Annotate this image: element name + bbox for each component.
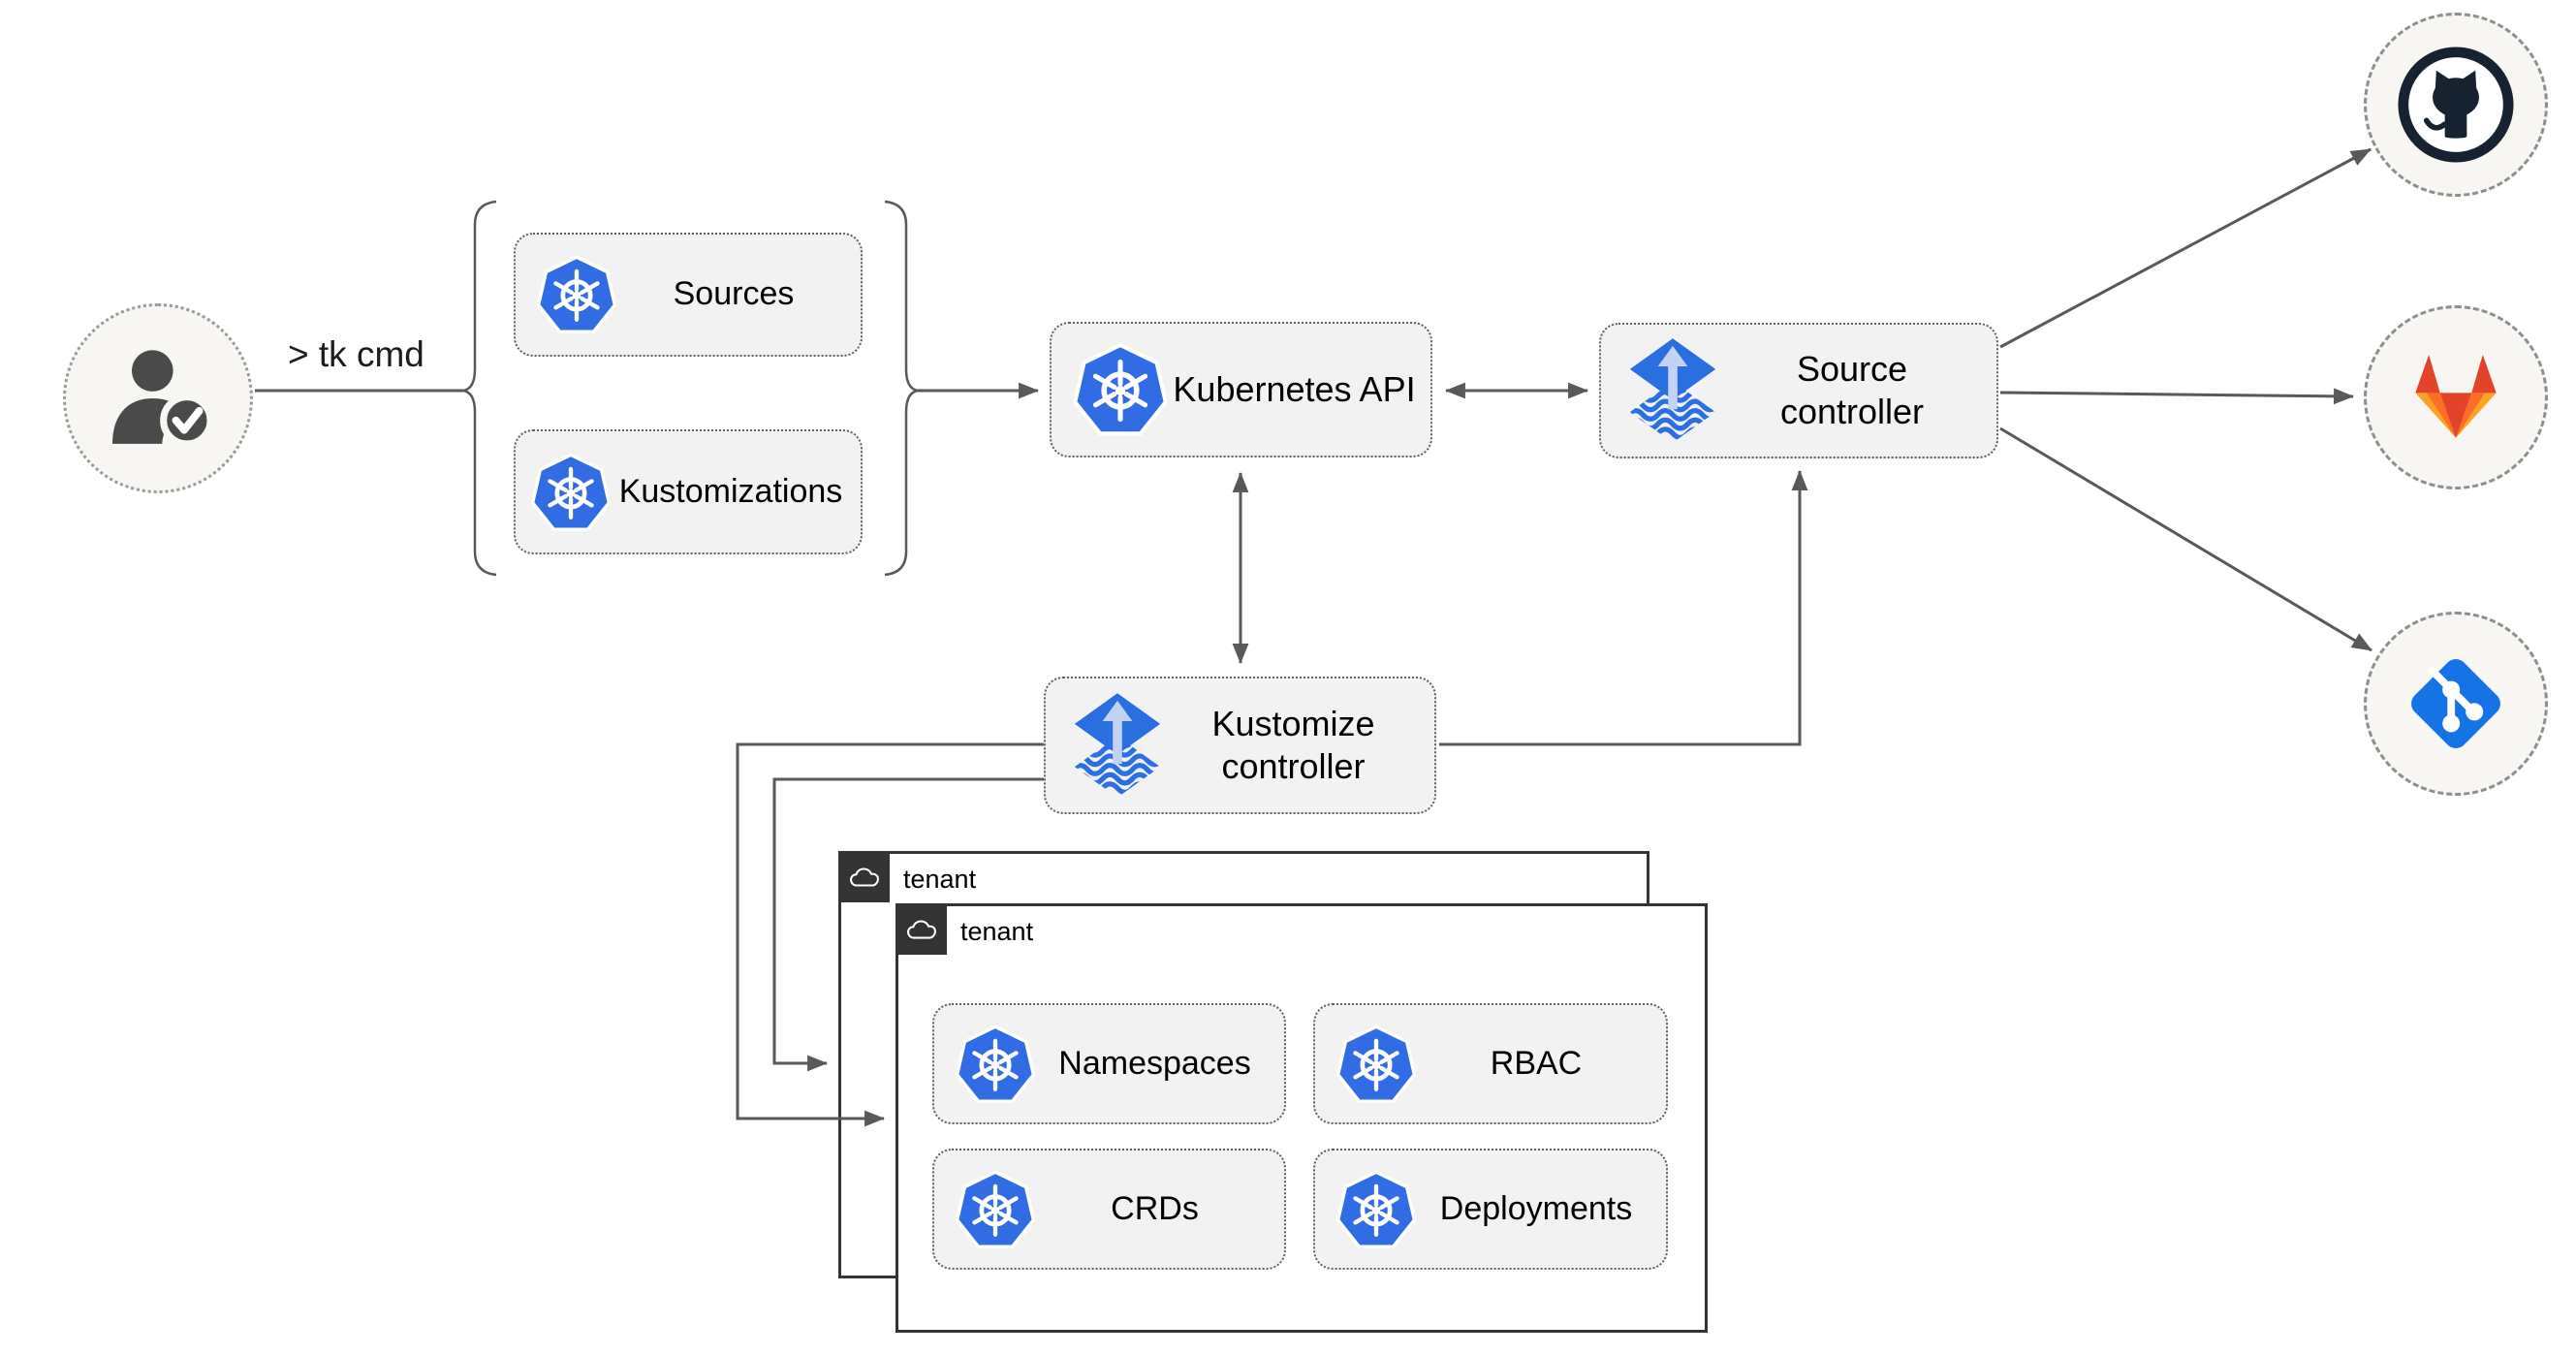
right-brace xyxy=(884,200,919,577)
node-label: Kustomizations xyxy=(618,472,843,510)
kubernetes-icon xyxy=(954,1023,1037,1106)
tenant-front-label: tenant xyxy=(960,917,1034,946)
flux-icon xyxy=(1071,693,1164,798)
kubernetes-icon xyxy=(1071,340,1170,439)
node-namespaces: Namespaces xyxy=(932,1003,1286,1124)
node-label: Deployments xyxy=(1439,1189,1633,1227)
node-source-controller: Source controller xyxy=(1599,323,1998,458)
node-label-text: Source controller xyxy=(1779,349,1925,431)
node-label-text: Kustomize controller xyxy=(1211,704,1375,786)
left-brace xyxy=(462,200,497,577)
node-label: Kustomize controller xyxy=(1164,703,1423,788)
node-label: Sources xyxy=(673,275,795,313)
node-label: Source controller xyxy=(1719,348,1985,433)
node-label: Namespaces xyxy=(1058,1044,1251,1082)
kubernetes-icon xyxy=(529,451,613,534)
edge-source-to-gitlab xyxy=(1999,388,2355,405)
node-label: Kubernetes API xyxy=(1173,369,1416,410)
node-deployments: Deployments xyxy=(1313,1149,1668,1270)
kubernetes-icon xyxy=(1335,1168,1418,1251)
edge-kustomize-to-source xyxy=(1439,469,1808,746)
node-kustomize-controller: Kustomize controller xyxy=(1044,677,1436,814)
node-kubernetes-api: Kubernetes API xyxy=(1050,322,1432,457)
cloud-icon xyxy=(895,903,947,955)
tk-cmd-label: > tk cmd xyxy=(288,334,424,374)
user-circle xyxy=(63,303,253,493)
node-rbac: RBAC xyxy=(1313,1003,1668,1124)
tenant-back-label: tenant xyxy=(903,865,977,894)
node-crds: CRDs xyxy=(932,1149,1286,1270)
node-sources: Sources xyxy=(514,233,863,357)
gitlab-circle xyxy=(2364,305,2548,489)
gitlab-icon xyxy=(2415,354,2497,438)
node-kustomizations: Kustomizations xyxy=(514,429,863,554)
kubernetes-icon xyxy=(954,1168,1037,1251)
cloud-icon xyxy=(838,851,890,902)
git-icon xyxy=(2411,659,2500,748)
user-check-icon xyxy=(112,350,214,448)
kubernetes-icon xyxy=(535,253,618,336)
kubernetes-icon xyxy=(1335,1023,1418,1106)
flux-icon xyxy=(1626,338,1719,443)
github-icon xyxy=(2398,47,2514,163)
node-label: CRDs xyxy=(1111,1189,1199,1227)
edge-source-to-github xyxy=(1999,147,2372,349)
node-label: RBAC xyxy=(1490,1044,1583,1082)
github-circle xyxy=(2364,13,2548,197)
git-circle xyxy=(2364,612,2548,796)
edge-source-to-git xyxy=(1999,426,2372,652)
